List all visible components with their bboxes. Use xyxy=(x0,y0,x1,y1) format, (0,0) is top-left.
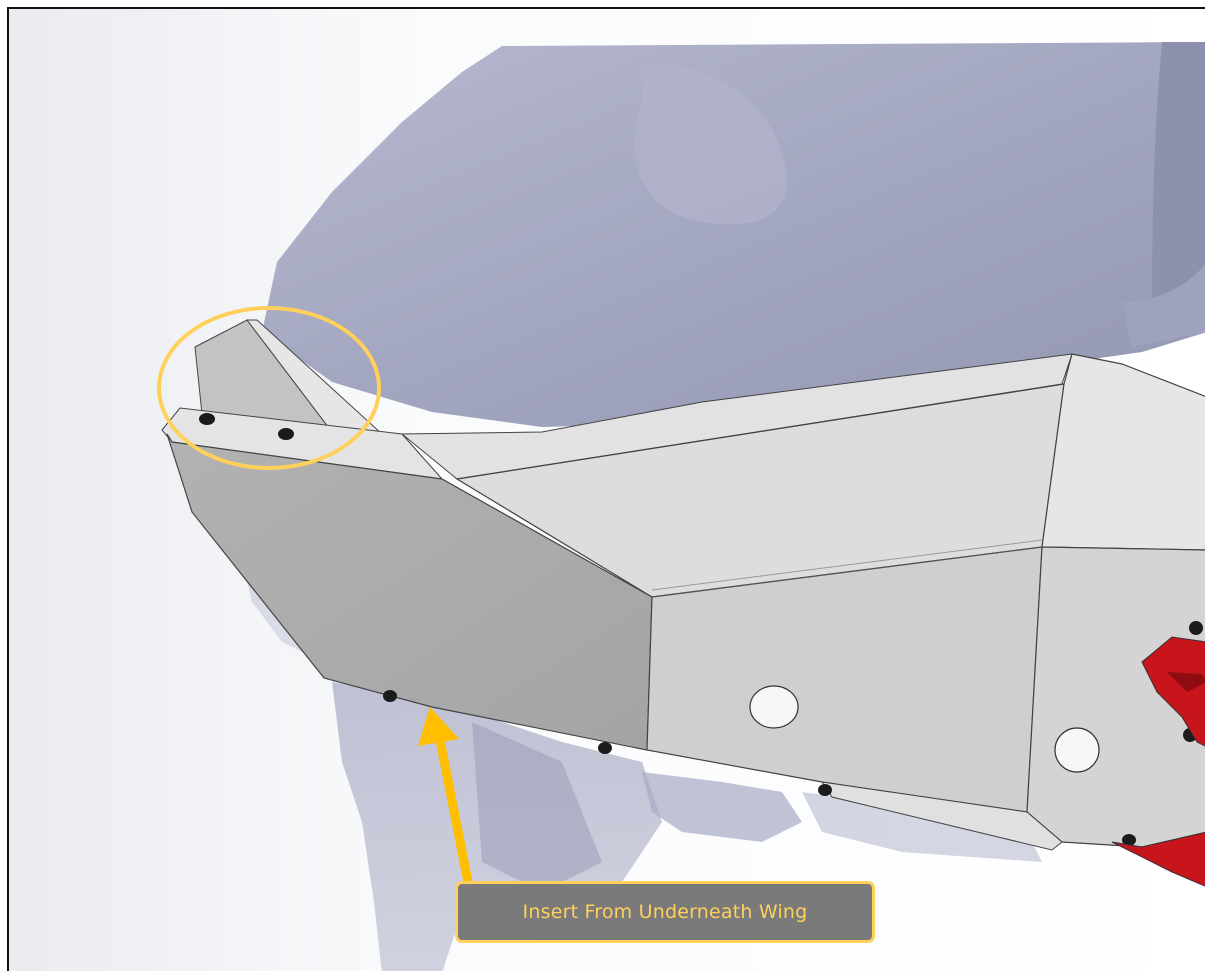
cad-viewport: Insert From Underneath Wing xyxy=(7,7,1205,971)
bolt-icons xyxy=(199,413,1203,846)
up-arrow-icon xyxy=(418,707,473,883)
instruction-callout: Insert From Underneath Wing xyxy=(455,881,875,943)
highlight-circle-icon xyxy=(157,306,381,470)
vehicle-body xyxy=(242,42,1205,971)
skid-plate xyxy=(161,319,1205,887)
cad-render xyxy=(9,9,1205,971)
callout-label: Insert From Underneath Wing xyxy=(522,901,808,923)
brand-logo-icon xyxy=(1111,636,1205,887)
